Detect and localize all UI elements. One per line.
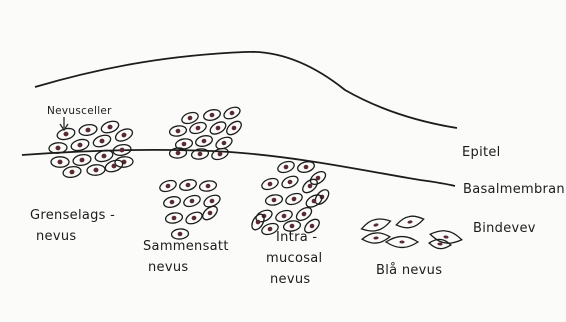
nevus-cell-nucleus [57,160,62,165]
label-intra-line3: nevus [270,272,310,287]
label-bindevev: Bindevev [473,221,536,236]
label-sammensatt-line2: nevus [148,260,188,275]
label-blaa-nevus: Blå nevus [376,263,442,278]
label-intra-line2: mucosal [266,251,322,266]
label-grenselags-line2: nevus [36,229,76,244]
label-grenselags-line1: Grenselags - [30,208,115,223]
label-nevusceller: Nevusceller [47,105,112,117]
spindle-cell-nucleus [399,241,404,244]
label-sammensatt-line1: Sammensatt [143,239,229,254]
label-intra-line1: Intra - [276,230,317,245]
label-epitel: Epitel [462,145,501,160]
label-basalmembran: Basalmembran [463,182,565,197]
